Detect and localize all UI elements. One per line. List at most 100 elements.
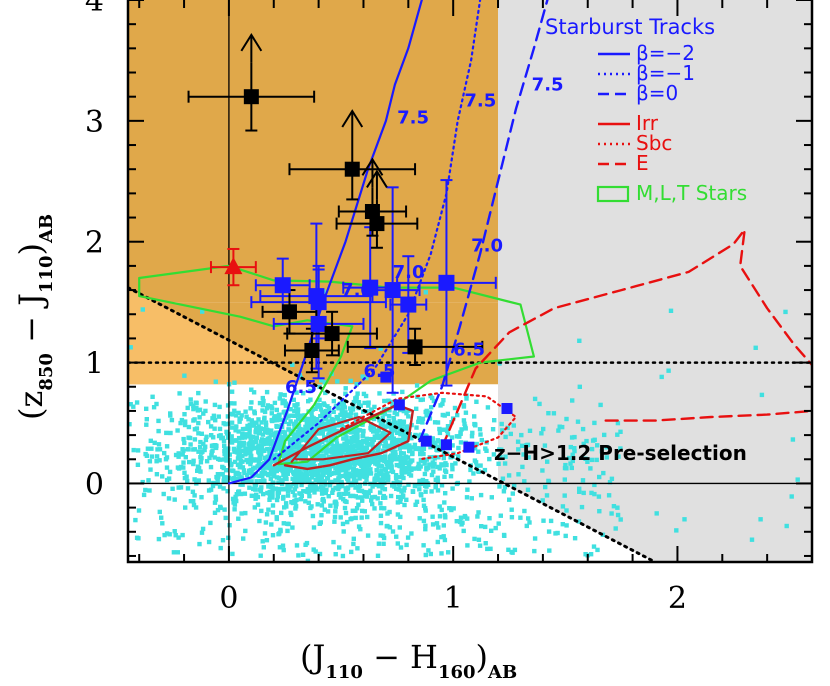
field-source-point [358, 403, 363, 408]
field-source-point [397, 437, 402, 443]
field-source-point [213, 418, 218, 423]
field-source-point [365, 514, 370, 520]
field-source-point [427, 410, 433, 415]
field-source-point [430, 437, 436, 442]
field-source-point [349, 436, 354, 441]
field-source-point [265, 406, 270, 411]
field-source-point [322, 416, 327, 422]
field-source-point [404, 445, 409, 450]
field-source-point [595, 547, 600, 553]
field-source-point [478, 432, 483, 437]
field-source-point [577, 486, 582, 491]
field-source-point [260, 466, 266, 471]
y-axis-title-part: ) [12, 243, 50, 255]
field-source-point [356, 502, 361, 507]
redshift-label: 6.5 [285, 377, 317, 398]
field-source-point [258, 479, 264, 484]
field-source-point [199, 431, 204, 436]
field-source-point [249, 446, 254, 452]
field-source-point [463, 514, 468, 520]
field-source-point [319, 491, 325, 496]
field-source-point [417, 487, 422, 492]
field-source-point [564, 416, 569, 422]
field-source-point [334, 441, 340, 446]
field-source-point [375, 474, 380, 479]
field-source-point [375, 496, 380, 501]
field-source-point [289, 413, 294, 418]
field-source-point [372, 482, 378, 487]
field-source-point [355, 440, 360, 445]
field-source-point [234, 498, 239, 504]
field-source-point [335, 470, 340, 475]
field-source-point [307, 494, 312, 499]
field-source-point [275, 418, 280, 423]
field-source-point [181, 465, 186, 470]
field-source-point [274, 475, 280, 480]
field-source-point [294, 543, 300, 548]
field-source-point [437, 504, 442, 509]
field-source-point [258, 456, 263, 461]
field-source-point [359, 469, 365, 475]
field-source-point [555, 530, 560, 536]
field-source-point [471, 471, 476, 476]
field-source-point [238, 462, 243, 467]
field-source-point [243, 510, 248, 516]
field-source-point [458, 515, 464, 520]
field-source-point [383, 436, 388, 442]
field-source-point [218, 505, 223, 511]
field-source-point [372, 404, 377, 410]
field-source-point [237, 465, 242, 470]
field-source-point [351, 399, 357, 405]
field-source-point [185, 447, 190, 452]
field-source-point [482, 467, 488, 473]
field-source-point [282, 452, 287, 457]
field-source-point [300, 552, 306, 557]
field-source-point [293, 413, 298, 418]
field-source-point [404, 427, 409, 433]
field-source-point [291, 482, 296, 487]
field-source-point [157, 458, 162, 463]
field-source-point [379, 463, 384, 468]
field-source-point [435, 438, 440, 443]
field-source-point [406, 462, 412, 468]
field-source-point [238, 458, 243, 464]
field-source-point [285, 489, 291, 494]
field-source-point [115, 506, 119, 510]
field-source-point [532, 548, 537, 554]
field-source-point [527, 428, 533, 433]
field-source-point [281, 547, 286, 553]
field-source-point [225, 414, 231, 419]
field-source-point [285, 528, 290, 534]
field-source-point [206, 419, 211, 425]
field-source-point [269, 418, 275, 424]
field-source-point [360, 374, 365, 379]
field-source-point [304, 425, 309, 430]
field-source-point [223, 447, 228, 452]
field-source-point [222, 457, 227, 462]
field-source-point [493, 525, 498, 531]
field-source-point [421, 479, 426, 484]
field-source-point [337, 545, 342, 550]
field-source-point [369, 498, 374, 503]
field-source-point [221, 421, 226, 426]
field-source-point [419, 449, 425, 454]
field-source-point [378, 480, 383, 485]
field-source-point [293, 506, 298, 511]
field-source-point [162, 532, 167, 538]
field-source-point [340, 521, 346, 527]
field-source-point [377, 435, 382, 441]
field-source-point [308, 505, 313, 511]
field-source-point [292, 498, 298, 504]
field-source-point [309, 453, 315, 458]
field-source-point [232, 502, 238, 507]
field-source-point [99, 427, 103, 431]
field-source-point [580, 478, 586, 483]
x-axis-title-sub: 110 [325, 662, 363, 683]
field-source-point [253, 436, 258, 441]
field-source-point [500, 476, 506, 481]
field-source-point [252, 465, 258, 470]
field-source-point [376, 460, 381, 466]
y-axis-title-part: − J [12, 293, 50, 353]
field-source-point [243, 528, 248, 534]
field-source-point [452, 405, 458, 411]
